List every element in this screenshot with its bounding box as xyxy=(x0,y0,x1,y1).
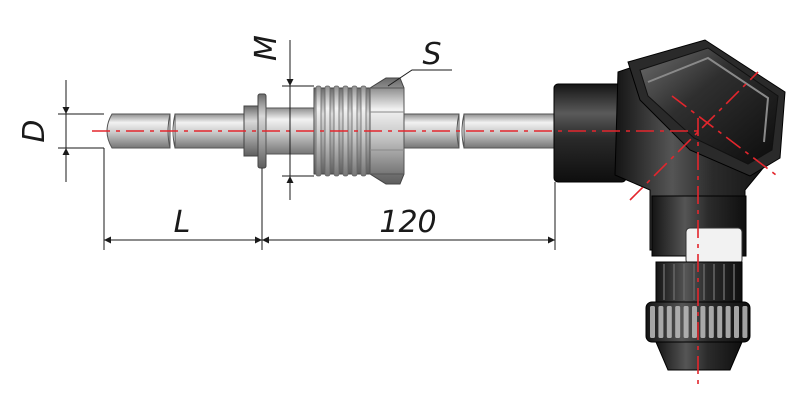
axis-lines xyxy=(92,71,781,385)
knurl-ridge xyxy=(717,306,723,338)
knurl-ridge xyxy=(675,306,681,338)
thread-label: M xyxy=(249,35,284,61)
dimensions xyxy=(58,40,556,250)
extension-length-label: 120 xyxy=(379,205,436,240)
knurl-ridge xyxy=(734,306,739,338)
knurl-ridge xyxy=(683,306,689,338)
knurl-ridge xyxy=(692,306,697,338)
knurl-ridge xyxy=(658,306,664,338)
lid-cross-axis xyxy=(671,95,781,179)
knurl-ridge xyxy=(725,306,731,338)
connection-head xyxy=(553,39,786,371)
length-label: L xyxy=(174,205,191,240)
diameter-label: D xyxy=(17,119,52,142)
knurl-ridge xyxy=(650,306,655,338)
knurl-ridge xyxy=(666,306,672,338)
hex-label: S xyxy=(422,37,441,72)
thread-tooth xyxy=(324,85,331,177)
knurl-ridge xyxy=(708,306,714,338)
knurl-ridge xyxy=(742,306,748,338)
lid-diagonal-axis xyxy=(629,71,759,201)
knurl-ridge xyxy=(700,306,706,338)
